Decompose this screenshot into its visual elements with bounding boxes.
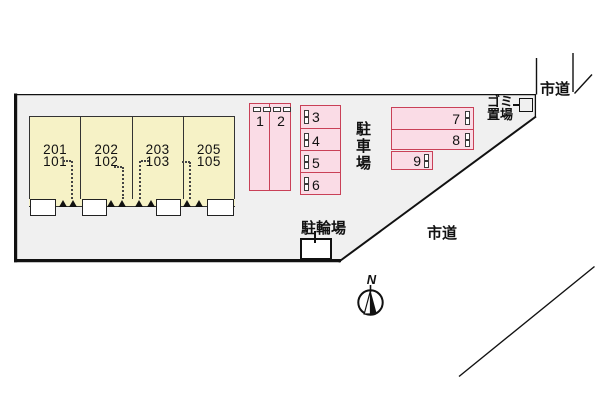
wheel-stopper-icon xyxy=(304,132,309,147)
porch-box xyxy=(207,199,234,216)
compass-n-label: N xyxy=(367,272,377,287)
unit-upper-number: 201 xyxy=(43,142,68,157)
entrance-steps-icon xyxy=(147,199,155,207)
wheel-stopper-icon xyxy=(424,153,429,168)
bicycle-shed-box xyxy=(300,238,332,260)
building-unit-201-101: 201 101 xyxy=(30,117,80,199)
stall-number: 4 xyxy=(312,132,320,149)
stall-number: 3 xyxy=(312,109,320,125)
unit-label: 202 102 xyxy=(81,142,131,169)
wheel-stopper-icon xyxy=(304,177,309,192)
stall-number: 7 xyxy=(452,110,460,127)
wheel-stopper-icon xyxy=(464,111,470,125)
parking-stall-6: 6 xyxy=(301,172,340,194)
building-unit-203-103: 203 103 xyxy=(131,117,183,199)
unit-lower-number: 101 xyxy=(43,153,68,169)
porch-box xyxy=(30,199,56,216)
building: 201 101 202 102 203 103 205 105 xyxy=(29,116,235,200)
parking-stalls-1-2: 1 2 xyxy=(249,103,291,191)
wheel-stopper-icon xyxy=(272,107,281,112)
stall-number: 5 xyxy=(312,155,320,171)
unit-upper-number: 205 xyxy=(196,142,221,157)
entrance-path-dots xyxy=(139,161,141,199)
stall-number: 9 xyxy=(413,153,421,169)
porch-box xyxy=(82,199,107,216)
building-entrance-strip xyxy=(29,199,235,207)
entrance-path-dots xyxy=(63,160,71,162)
porch-box xyxy=(156,199,181,216)
entrance-steps-icon xyxy=(183,199,191,207)
garbage-area-label: ゴミ 置場 xyxy=(487,94,514,122)
stall-number: 1 xyxy=(256,113,264,129)
entrance-path-dots xyxy=(141,160,149,162)
garbage-label-line2: 置場 xyxy=(487,106,514,122)
unit-lower-number: 103 xyxy=(145,153,170,169)
parking-stall-9: 9 xyxy=(391,151,433,170)
parking-area-label: 駐車場 xyxy=(354,121,371,172)
unit-label: 203 103 xyxy=(133,142,183,169)
unit-label: 201 101 xyxy=(30,142,80,169)
building-unit-205-105: 205 105 xyxy=(182,117,234,199)
garbage-bin-icon xyxy=(519,98,533,112)
wheel-stopper-icon xyxy=(262,107,271,112)
entrance-path-dots xyxy=(182,161,190,163)
garbage-label-line1: ゴミ xyxy=(487,94,514,109)
road-label-north: 市道 xyxy=(540,81,571,98)
garbage-label-connector xyxy=(513,104,519,106)
compass-north-indicator: N xyxy=(357,272,384,316)
compass-needle-white-half xyxy=(363,290,372,315)
wheel-stopper-icon xyxy=(464,132,470,147)
parking-stall-3: 3 xyxy=(301,106,340,128)
unit-lower-number: 105 xyxy=(196,153,221,169)
stall-number: 6 xyxy=(312,177,320,194)
compass-needle-black-half xyxy=(370,290,377,314)
bicycle-label-connector xyxy=(314,231,316,243)
entrance-path-dots xyxy=(114,166,122,168)
unit-lower-number: 102 xyxy=(94,153,119,169)
parking-stalls-3-6: 3 4 5 6 xyxy=(300,105,341,195)
road-line-slash xyxy=(573,74,593,94)
parking-stall-7: 7 xyxy=(392,108,473,129)
stall-divider xyxy=(269,104,271,190)
entrance-path-dots xyxy=(189,162,191,199)
unit-label: 205 105 xyxy=(184,142,234,169)
compass-circle xyxy=(357,289,384,316)
parking-stalls-7-8: 7 8 xyxy=(391,107,474,150)
road-label-south: 市道 xyxy=(427,225,458,242)
bicycle-parking-label: 駐輪場 xyxy=(301,220,347,237)
road-line-diagonal xyxy=(458,265,595,378)
entrance-steps-icon xyxy=(106,199,115,207)
entrance-steps-icon xyxy=(68,199,77,207)
parking-stall-8: 8 xyxy=(392,128,473,148)
entrance-path-dots xyxy=(122,167,124,199)
entrance-steps-icon xyxy=(58,199,67,207)
parking-stall-5: 5 xyxy=(301,150,340,172)
entrance-steps-icon xyxy=(134,199,143,207)
entrance-steps-icon xyxy=(118,199,126,207)
wheel-stopper-icon xyxy=(304,155,309,169)
wheel-stopper-icon xyxy=(282,107,291,112)
unit-upper-number: 202 xyxy=(94,142,119,157)
unit-upper-number: 203 xyxy=(145,142,170,157)
wheel-stopper-icon xyxy=(252,107,261,112)
parking-stall-4: 4 xyxy=(301,127,340,150)
stall-number: 2 xyxy=(277,113,285,129)
parcel-diagonal-edge xyxy=(337,115,537,263)
building-unit-202-102: 202 102 xyxy=(80,117,131,199)
stall-number: 8 xyxy=(452,132,460,148)
entrance-path-dots xyxy=(71,161,73,199)
entrance-steps-icon xyxy=(194,199,203,207)
wheel-stopper-icon xyxy=(304,109,309,124)
